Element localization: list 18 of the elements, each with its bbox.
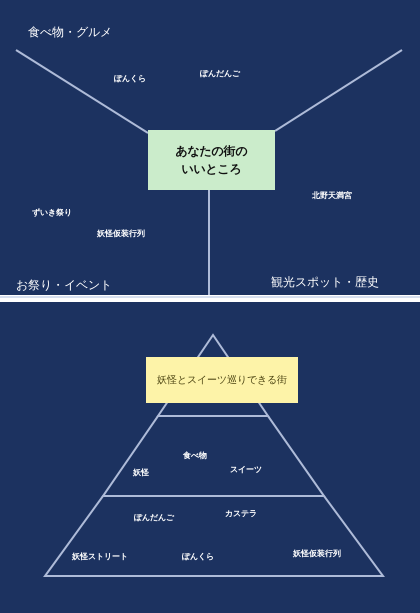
item-text: 妖怪仮装行列 (97, 228, 145, 239)
item-text: ぽんだんご (200, 68, 240, 79)
item-text: カステラ (225, 508, 257, 519)
item-text: ぽんだんご (134, 512, 174, 523)
heading: 観光スポット・歴史 (271, 274, 379, 291)
item-text: 妖怪ストリート (72, 551, 128, 562)
title-box: あなたの街のいいところ (148, 130, 275, 190)
item-text: スイーツ (230, 464, 262, 475)
item-text: 妖怪仮装行列 (293, 548, 341, 559)
item-text: 北野天満宮 (312, 190, 352, 201)
item-text: ぽんくら (114, 73, 146, 84)
item-text: ぽんくら (182, 551, 214, 562)
heading: お祭り・イベント (16, 277, 112, 294)
item-text: 妖怪 (133, 467, 149, 478)
item-text: 食べ物 (183, 450, 207, 461)
title-box: 妖怪とスイーツ巡りできる街 (146, 357, 298, 403)
heading: 食べ物・グルメ (28, 24, 112, 41)
item-text: ずいき祭り (32, 207, 72, 218)
